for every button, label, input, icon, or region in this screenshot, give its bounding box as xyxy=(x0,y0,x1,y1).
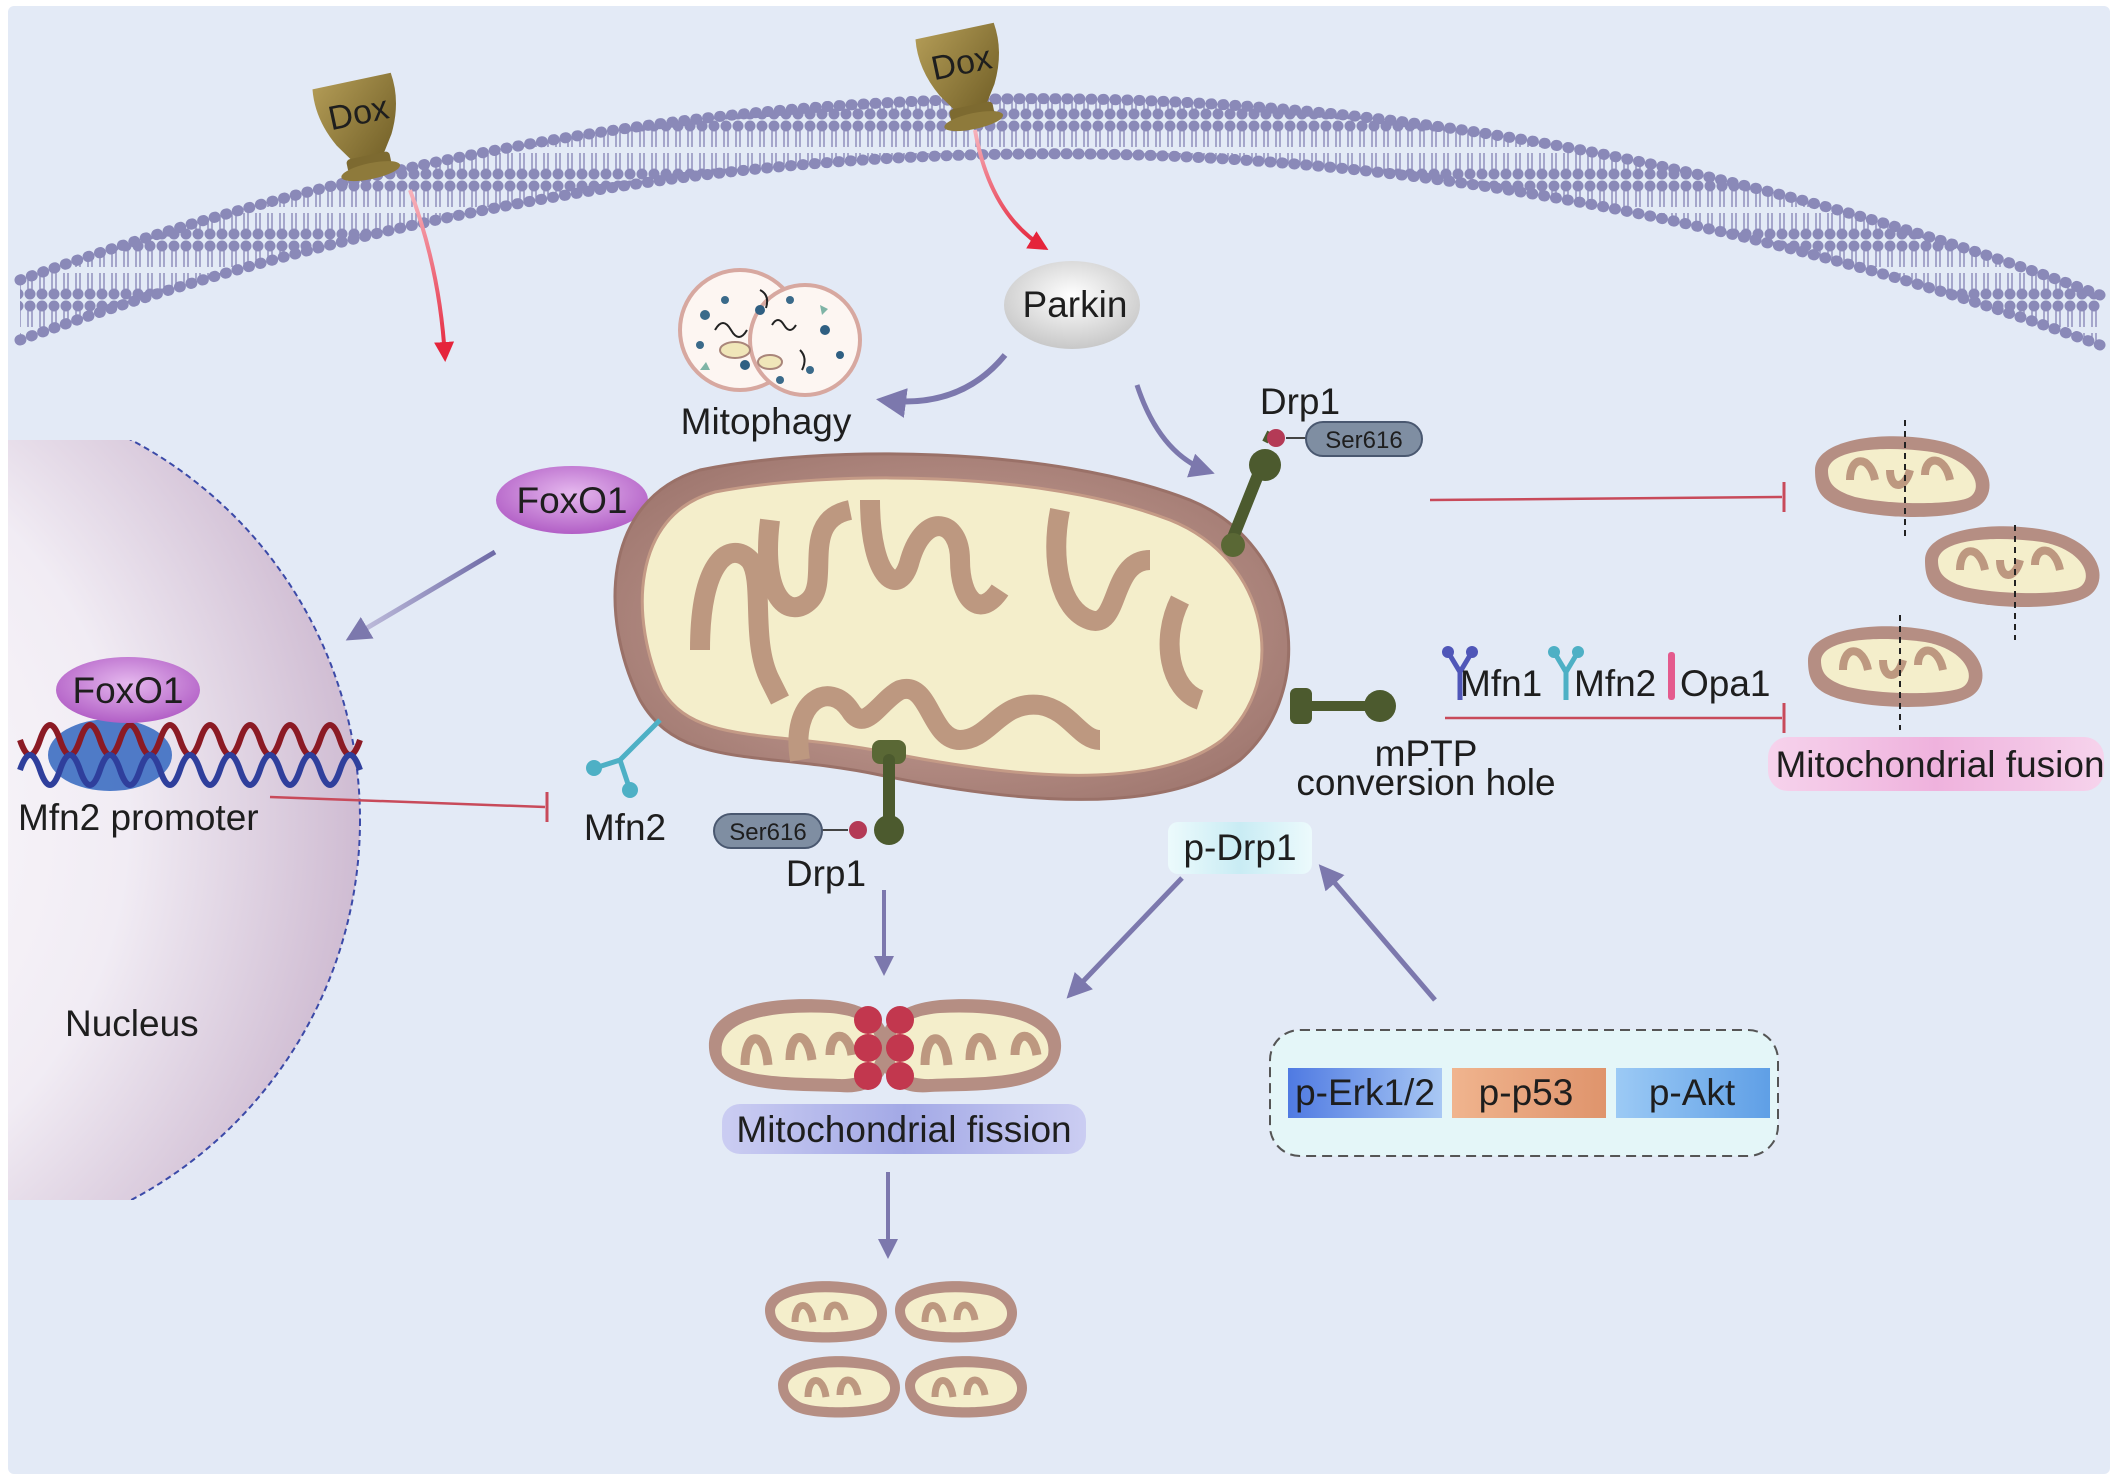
mfn2-receptor-label: Mfn2 xyxy=(584,807,666,848)
p-drp1-box: p-Drp1 xyxy=(1168,822,1312,874)
fission-mitochondria xyxy=(708,999,1062,1093)
mitochondrial-fusion-label: Mitochondrial fusion xyxy=(1775,744,2104,785)
mfn2-fusion-label: Mfn2 xyxy=(1574,663,1656,704)
mitochondrial-fission-box: Mitochondrial fission xyxy=(722,1104,1086,1154)
mfn2-receptor: Mfn2 xyxy=(584,718,666,848)
mitophagy-label: Mitophagy xyxy=(681,401,852,442)
kinases-to-p-drp1-arrow xyxy=(1318,864,1437,1002)
promoter-inhibits-mfn2 xyxy=(269,792,549,822)
p-erk-box xyxy=(1288,1068,1442,1118)
fragmented-small-mitos xyxy=(765,1281,1027,1418)
foxo1-nucleus: FoxO1 xyxy=(56,657,200,723)
cell-membrane xyxy=(14,93,2106,351)
p-erk-label: p-Erk1/2 xyxy=(1295,1072,1435,1113)
fragmented-mito-1 xyxy=(1815,420,1990,540)
main-mitochondrion xyxy=(613,452,1291,801)
drp1-bottom: Ser616 Drp1 xyxy=(713,740,906,894)
nucleus-label: Nucleus xyxy=(65,1003,199,1044)
mptp-label-1: mPTP xyxy=(1375,733,1478,774)
drp1-inhibits-fusion-top xyxy=(1429,482,1786,512)
p-p53-box xyxy=(1452,1068,1606,1118)
mfn2-promoter-label: Mfn2 promoter xyxy=(18,797,259,838)
dox-arrow-left xyxy=(408,189,455,362)
p-p53-label: p-p53 xyxy=(1479,1072,1574,1113)
fusion-proteins-inhibit-fusion xyxy=(1445,703,1786,733)
ser616-label-top: Ser616 xyxy=(1325,427,1402,454)
mitophagy-vesicle: Mitophagy xyxy=(678,268,862,442)
parkin-label: Parkin xyxy=(1023,284,1128,325)
p-akt-box xyxy=(1616,1068,1770,1118)
opa1-bar-icon xyxy=(1668,652,1675,700)
dox-molecule-right: Dox xyxy=(915,22,1004,132)
parkin-node: Parkin xyxy=(1004,261,1140,349)
fragmented-mito-3 xyxy=(1808,615,1983,730)
p-drp1-label: p-Drp1 xyxy=(1183,827,1296,868)
foxo1-cytoplasm: FoxO1 xyxy=(496,466,648,534)
ser616-pill-top xyxy=(1305,421,1423,457)
mptp-label-2: conversion hole xyxy=(1296,762,1555,803)
kinase-panel: p-Erk1/2 p-p53 p-Akt xyxy=(1269,1029,1779,1157)
ser616-pill-bottom xyxy=(713,813,823,849)
p-drp1-to-fission-arrow xyxy=(1066,876,1184,999)
mfn1-label: Mfn1 xyxy=(1460,663,1542,704)
nucleus xyxy=(8,440,361,1200)
foxo1-translocation-arrow xyxy=(345,549,497,641)
parkin-to-drp1-arrow xyxy=(1134,384,1215,478)
dox-arrow-right xyxy=(973,129,1049,251)
drp1-top: Ser616 Drp1 xyxy=(1221,381,1423,557)
mitochondrial-fission-label: Mitochondrial fission xyxy=(736,1109,1071,1150)
dox-molecule-left: Dox xyxy=(312,72,401,182)
mfn2-fusion-receptor-icon xyxy=(1548,646,1584,700)
mptp-channel: mPTP conversion hole xyxy=(1290,688,1556,803)
parkin-to-mitophagy-arrow xyxy=(876,353,1008,418)
opa1-label: Opa1 xyxy=(1680,663,1771,704)
foxo1-label-dna: FoxO1 xyxy=(72,670,183,711)
mfn2-promoter-dna xyxy=(17,719,363,791)
drp1-label-bottom: Drp1 xyxy=(786,853,866,894)
mfn1-receptor-icon xyxy=(1442,646,1478,700)
fragmented-mito-2 xyxy=(1925,525,2100,640)
p-akt-label: p-Akt xyxy=(1649,1072,1736,1113)
fusion-proteins: Mfn1 Mfn2 Opa1 xyxy=(1442,646,1771,704)
foxo1-label-top: FoxO1 xyxy=(516,480,627,521)
ser616-label-bottom: Ser616 xyxy=(729,819,806,846)
drp1-label-top: Drp1 xyxy=(1260,381,1340,422)
mitochondrial-fusion-box: Mitochondrial fusion xyxy=(1768,737,2105,791)
